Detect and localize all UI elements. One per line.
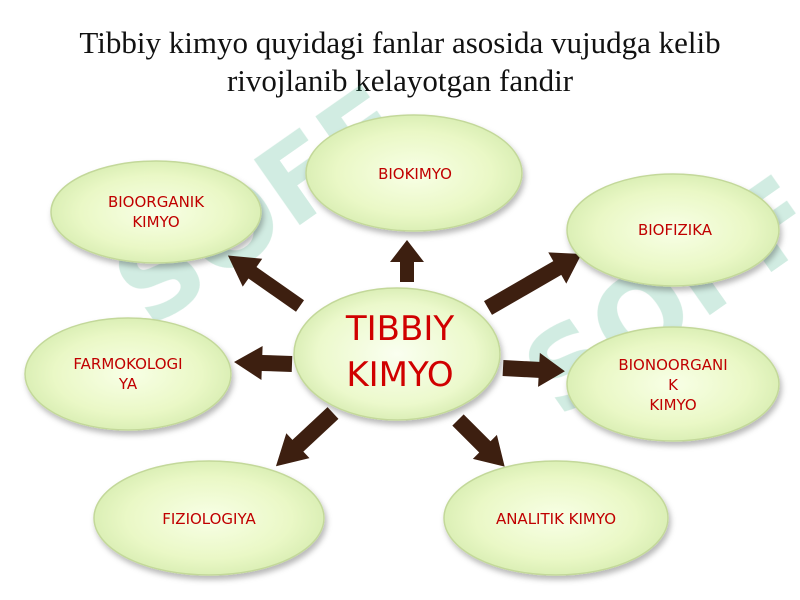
center-node: TIBBIY KIMYO [295,292,505,412]
node-analitik-shape [443,460,669,576]
node-biofizika: BIOFIZIKA [590,216,760,244]
node-bioorganik-shape [50,160,262,264]
node-bionoorganik-shape [566,326,780,442]
node-biokimyo: BIOKIMYO [330,160,500,188]
title-line-2: rivojlanib kelayotgan fandir [226,63,574,98]
node-farmakologiya-line-1: FARMOKOLOGI [73,355,183,373]
node-bioorganik-line-1: BIOORGANIK [107,193,205,211]
arrow-to-farmakologiya [234,345,293,380]
node-fiziologiya-shape [93,460,325,576]
node-biokimyo-line-1: BIOKIMYO [378,165,452,183]
arrow-to-analitik [452,414,505,467]
slide-title: Tibbiy kimyo quyidagi fanlar asosida vuj… [0,24,800,100]
node-bionoorganik-line-3: KIMYO [649,396,697,414]
node-farmakologiya-shape [24,317,232,431]
arrow-to-biofizika [484,252,582,315]
center-node-line-1: TIBBIY [345,309,455,349]
node-farmakologiya-line-2: YA [118,375,138,393]
center-node-shape [293,287,501,421]
node-biofizika-line-1: BIOFIZIKA [637,221,713,239]
title-line-1: Tibbiy kimyo quyidagi fanlar asosida vuj… [79,25,721,60]
node-biokimyo-shape [305,114,523,232]
node-bionoorganik: BIONOORGANI K KIMYO [593,350,753,420]
node-bionoorganik-line-1: BIONOORGANI [618,356,728,374]
arrow-to-bioorganik [227,255,305,312]
node-bioorganik: BIOORGANIK KIMYO [76,172,236,252]
arrow-to-fiziologiya [275,407,339,467]
arrow-to-bionoorganik [502,352,565,387]
node-biofizika-shape [566,173,780,287]
node-bioorganik-line-2: KIMYO [132,213,180,231]
node-fiziologiya: FIZIOLOGIYA [119,505,299,533]
node-farmakologiya: FARMOKOLOGI YA [50,350,206,398]
center-node-line-2: KIMYO [346,355,454,395]
node-analitik-line-1: ANALITIK KIMYO [495,510,617,528]
node-analitik: ANALITIK KIMYO [466,505,646,533]
arrow-to-biokimyo [390,240,424,282]
ellipses [24,114,780,576]
arrows [227,240,582,467]
node-fiziologiya-line-1: FIZIOLOGIYA [162,510,256,528]
node-bionoorganik-line-2: K [668,376,678,394]
